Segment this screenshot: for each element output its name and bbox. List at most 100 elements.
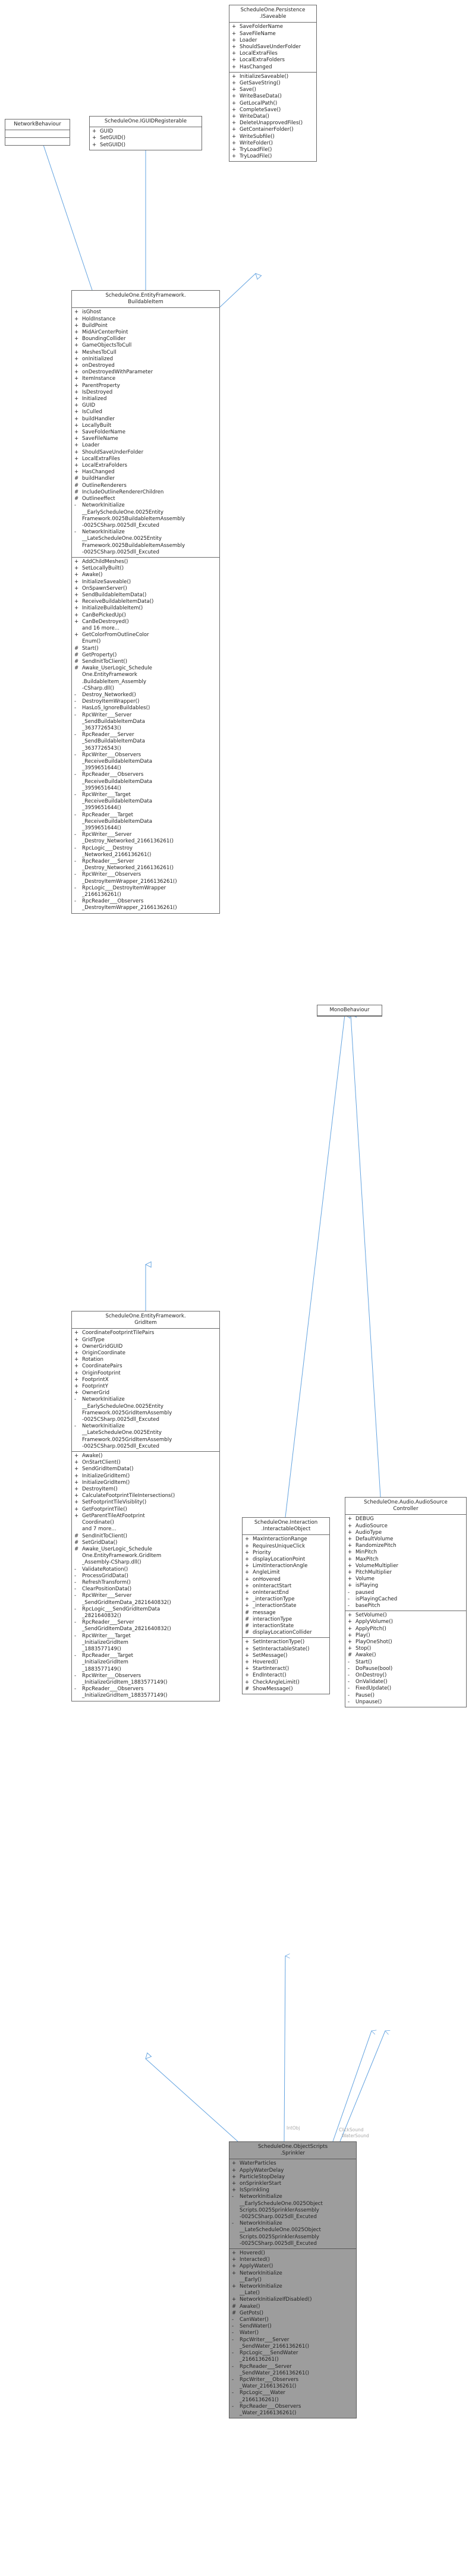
class-box-grid-item[interactable]: ScheduleOne.EntityFramework. GridItem+Co… — [71, 1311, 220, 1701]
member-row[interactable]: +ApplyWaterDelay — [232, 2168, 354, 2174]
member-row[interactable]: +LocalExtraFiles — [74, 456, 217, 463]
member-row[interactable]: #GetProperty() — [74, 652, 217, 659]
member-row[interactable]: -paused — [348, 1590, 464, 1596]
member-row[interactable]: +Stop() — [348, 1646, 464, 1652]
member-row[interactable]: +SaveFolderName — [74, 429, 217, 436]
member-row[interactable]: +FootprintY — [74, 1383, 217, 1390]
member-row[interactable]: -NetworkInitialize __EarlyScheduleOne.00… — [74, 502, 217, 529]
member-row[interactable]: +SetInteractableState() — [245, 1646, 327, 1653]
member-row[interactable]: +CanBeDestroyed() — [74, 619, 217, 625]
member-row[interactable]: +IsSprinkling — [232, 2187, 354, 2194]
member-row[interactable]: +InitializeGridItem() — [74, 1480, 217, 1486]
member-row[interactable]: #Awake() — [348, 1652, 464, 1659]
member-row[interactable]: #interactionState — [245, 1623, 327, 1630]
member-row[interactable]: +BoundingCollider — [74, 336, 217, 342]
member-row[interactable]: -Water() — [232, 2330, 354, 2336]
member-row[interactable]: -Unpause() — [348, 1699, 464, 1706]
member-row[interactable]: +isGhost — [74, 309, 217, 316]
member-row[interactable]: +OnStartClient() — [74, 1460, 217, 1466]
member-row[interactable]: +OwnerGrid — [74, 1390, 217, 1396]
member-row[interactable]: #Awake() — [232, 2304, 354, 2310]
member-row[interactable]: -RefreshTransform() — [74, 1580, 217, 1586]
class-box-audio-source-controller[interactable]: ScheduleOne.Audio.AudioSource Controller… — [345, 1497, 467, 1708]
member-row[interactable]: -RpcReader___Server _SendBuildableItemDa… — [74, 732, 217, 752]
member-row[interactable]: +onInteractStart — [245, 1583, 327, 1590]
member-row[interactable]: +CoordinateFootprintTilePairs — [74, 1330, 217, 1336]
member-row[interactable]: -RpcLogic___SendWater _2166136261() — [232, 2350, 354, 2363]
member-row[interactable]: +isPlaying — [348, 1583, 464, 1589]
member-row[interactable]: +onInteractEnd — [245, 1590, 327, 1596]
member-row[interactable]: -Start() — [348, 1659, 464, 1666]
member-row[interactable]: +DestroyItem() — [74, 1486, 217, 1493]
member-row[interactable]: +HasChanged — [232, 64, 314, 71]
member-row[interactable]: +GUID — [74, 402, 217, 409]
member-row[interactable]: and 7 more... — [74, 1526, 217, 1533]
member-row[interactable]: +SetMessage() — [245, 1653, 327, 1659]
member-row[interactable]: #Awake_UserLogic_Schedule One.EntityFram… — [74, 665, 217, 692]
member-row[interactable]: #message — [245, 1610, 327, 1616]
member-row[interactable]: -ProcessGridData() — [74, 1573, 217, 1580]
member-row[interactable]: -RpcWriter___Target _ReceiveBuildableIte… — [74, 792, 217, 812]
member-row[interactable]: +HasChanged — [74, 469, 217, 476]
member-row[interactable]: +MaxInteractionRange — [245, 1536, 327, 1543]
member-row[interactable]: +Awake() — [74, 1453, 217, 1460]
member-row[interactable]: -NetworkInitialize __LateScheduleOne.002… — [74, 529, 217, 556]
member-row[interactable]: +LocalExtraFolders — [74, 463, 217, 469]
member-row[interactable]: +WriteFolder() — [232, 140, 314, 147]
member-row[interactable]: +Save() — [232, 87, 314, 93]
member-row[interactable]: -SendWater() — [232, 2323, 354, 2330]
member-row[interactable]: #Outlineeffect — [74, 496, 217, 502]
member-row[interactable]: +CompleteSave() — [232, 107, 314, 114]
member-row[interactable]: -basePitch — [348, 1603, 464, 1609]
member-row[interactable]: +Initialized — [74, 396, 217, 402]
member-row[interactable]: +InitializeBuildableItem() — [74, 605, 217, 612]
member-row[interactable]: -RpcLogic___Destroy _Networked_216613626… — [74, 845, 217, 858]
member-row[interactable]: -CanWater() — [232, 2317, 354, 2323]
class-box-network-behaviour[interactable]: NetworkBehaviour — [5, 119, 70, 146]
member-row[interactable]: +LocalExtraFolders — [232, 57, 314, 64]
member-row[interactable]: -RpcReader___Observers _Water_2166136261… — [232, 2404, 354, 2417]
member-row[interactable]: -RpcReader___Observers _ReceiveBuildable… — [74, 772, 217, 792]
member-row[interactable]: #Start() — [74, 646, 217, 652]
member-row[interactable]: -Destroy_Networked() — [74, 692, 217, 699]
member-row[interactable]: +GetParentTileAtFootprint Coordinate() — [74, 1513, 217, 1526]
class-box-interactable-object[interactable]: ScheduleOne.Interaction .InteractableObj… — [242, 1517, 330, 1695]
member-row[interactable]: +SaveFileName — [232, 31, 314, 37]
member-row[interactable]: -RpcReader___Observers _InitializeGridIt… — [74, 1686, 217, 1699]
member-row[interactable]: +AudioType — [348, 1530, 464, 1536]
member-row[interactable]: #displayLocationCollider — [245, 1630, 327, 1636]
member-row[interactable]: +_interactionType — [245, 1596, 327, 1603]
member-row[interactable]: -isPlayingCached — [348, 1596, 464, 1603]
member-row[interactable]: +MidAirCenterPoint — [74, 329, 217, 336]
member-row[interactable]: +IsCulled — [74, 409, 217, 416]
member-row[interactable]: +ItemInstance — [74, 376, 217, 382]
member-row[interactable]: +Play() — [348, 1633, 464, 1639]
member-row[interactable]: +PitchMultiplier — [348, 1569, 464, 1576]
member-row[interactable]: #SetGridData() — [74, 1540, 217, 1546]
member-row[interactable]: +GetContainerFolder() — [232, 127, 314, 133]
member-row[interactable]: +WriteData() — [232, 114, 314, 120]
member-row[interactable]: +GetLocalPath() — [232, 100, 314, 107]
member-row[interactable]: +OriginCoordinate — [74, 1350, 217, 1357]
member-row[interactable]: +PlayOneShot() — [348, 1639, 464, 1646]
member-row[interactable]: -ClearPositionData() — [74, 1586, 217, 1593]
member-row[interactable]: +Hovered() — [232, 2250, 354, 2257]
member-row[interactable]: -RpcLogic___Water _2166136261() — [232, 2390, 354, 2403]
member-row[interactable]: -NetworkInitialize __EarlyScheduleOne.00… — [74, 1396, 217, 1423]
member-row[interactable]: +BuildPoint — [74, 323, 217, 329]
member-row[interactable]: #SendInitToClient() — [74, 1533, 217, 1540]
member-row[interactable]: +Awake() — [74, 572, 217, 578]
member-row[interactable]: +LimitInteractionAngle — [245, 1563, 327, 1569]
member-row[interactable]: -RpcWriter___Target _InitializeGridItem … — [74, 1633, 217, 1653]
member-row[interactable]: +InitializeSaveable() — [232, 74, 314, 80]
member-row[interactable]: +onInitialized — [74, 356, 217, 363]
member-row[interactable]: #OutlineRenderers — [74, 483, 217, 489]
member-row[interactable]: -RpcWriter___Server _SendGridItemData_28… — [74, 1593, 217, 1606]
member-row[interactable]: -RpcWriter___Server _Destroy_Networked_2… — [74, 832, 217, 845]
member-row[interactable]: #interactionType — [245, 1616, 327, 1623]
member-row[interactable]: +SetVolume() — [348, 1612, 464, 1619]
member-row[interactable]: -FixedUpdate() — [348, 1685, 464, 1692]
member-row[interactable]: +ShouldSaveUnderFolder — [232, 44, 314, 51]
member-row[interactable]: +Rotation — [74, 1357, 217, 1363]
member-row[interactable]: +CheckAngleLimit() — [245, 1679, 327, 1686]
